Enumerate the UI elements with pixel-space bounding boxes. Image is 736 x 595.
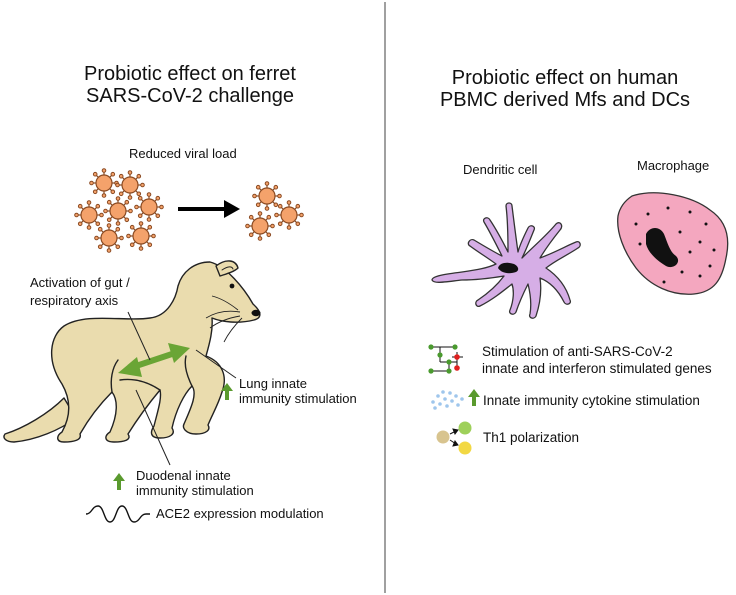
legend-1-line1: Stimulation of anti-SARS-CoV-2 [482,344,673,359]
left-title-line1: Probiotic effect on ferret [84,63,296,85]
dendritic-cell-label: Dendritic cell [463,162,538,177]
up-arrow-icon-duodenal [113,473,125,490]
gene-network-icon [428,344,463,374]
viral-load-label: Reduced viral load [129,146,237,161]
duodenal-label-line1: Duodenal innate [136,468,231,483]
pointer-lines [127,311,237,466]
legend-2-label: Innate immunity cytokine stimulation [483,393,700,408]
up-arrow-icon-cytokine [468,389,480,406]
dendritic-cell [431,202,581,319]
legend-1-line2: innate and interferon stimulated genes [482,361,712,376]
cytokine-dots-icon [431,390,464,410]
th1-polarization-icon [436,421,472,455]
macrophage-label: Macrophage [637,158,710,173]
macrophage-cell [617,192,729,295]
lung-label-line1: Lung innate [239,376,307,391]
gut-axis-label-line1: Activation of gut / [30,275,130,290]
ferret-illustration [3,260,261,443]
right-title-line2: PBMC derived Mfs and DCs [439,89,691,111]
lung-label-line2: immunity stimulation [239,391,357,406]
ace2-label: ACE2 expression modulation [156,506,324,521]
duodenal-label-line2: immunity stimulation [136,483,254,498]
legend-3-label: Th1 polarization [483,430,580,445]
gut-respiratory-axis-arrow [118,343,190,377]
virus-icon-cluster-large [74,168,164,253]
gut-axis-label-line2: respiratory axis [30,293,119,308]
virus-icon-cluster-small [245,181,304,241]
left-title-line2: SARS-CoV-2 challenge [86,85,294,107]
wave-icon [85,505,150,523]
right-title-line1: Probiotic effect on human [451,67,679,89]
reduction-arrow [178,200,240,218]
ferret-face [205,283,261,343]
